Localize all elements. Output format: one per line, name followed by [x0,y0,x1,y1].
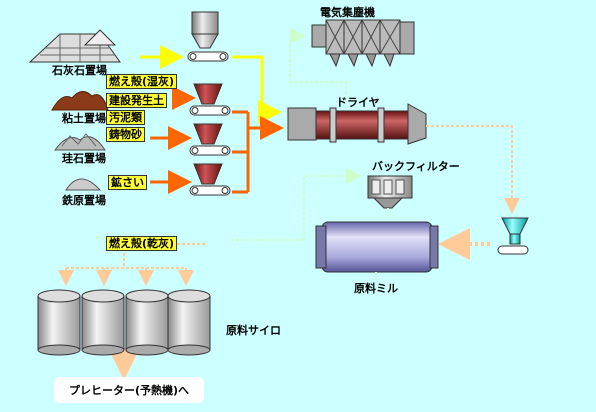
preheater-destination-box: プレヒーター(予熱機)へ [54,377,204,403]
clay-yard-label: 粘土置場 [62,112,106,125]
raw-silo-label: 原料サイロ [226,324,281,337]
sludge-label: 汚泥類 [106,110,145,125]
electrostatic-precipitator-icon [311,19,415,68]
iron-pile-icon [65,178,102,191]
limestone-hopper-icon [187,11,229,62]
limestone-shed-icon [28,29,121,63]
construction-soil-label: 建設発生土 [106,93,167,108]
mill-feed-hopper-icon [497,217,529,255]
bag-filter-icon [367,175,413,209]
bag-filter-label: バックフィルター [372,160,460,173]
slag-label: 鉱さい [108,175,147,190]
clay-hopper-icon [189,83,231,116]
dryer-icon [287,103,427,145]
orange-flow-lines [150,86,284,194]
yellow-flow-lines [140,45,282,124]
silica-hopper-icon [189,123,231,156]
clay-pile-icon [51,91,109,111]
raw-silo-icon [37,289,211,356]
fly-ash-wet-label: 燃え殻(湿灰) [106,74,178,89]
limestone-yard-label: 石灰石置場 [52,64,107,77]
silica-yard-label: 珪石置場 [62,152,106,165]
silica-pile-icon [54,133,106,151]
electrostatic-precipitator-label: 電気集塵機 [320,6,375,19]
fly-ash-dry-label: 燃え殻(乾灰) [106,236,178,251]
iron-yard-label: 鉄原置場 [62,194,106,207]
foundry-sand-label: 鋳物砂 [106,127,145,142]
iron-hopper-icon [189,163,231,196]
dryer-label: ドライヤ [336,96,380,109]
preheater-destination-label: プレヒーター(予熱機)へ [68,384,190,397]
raw-mill-icon [315,221,439,273]
raw-mill-label: 原料ミル [354,282,398,295]
